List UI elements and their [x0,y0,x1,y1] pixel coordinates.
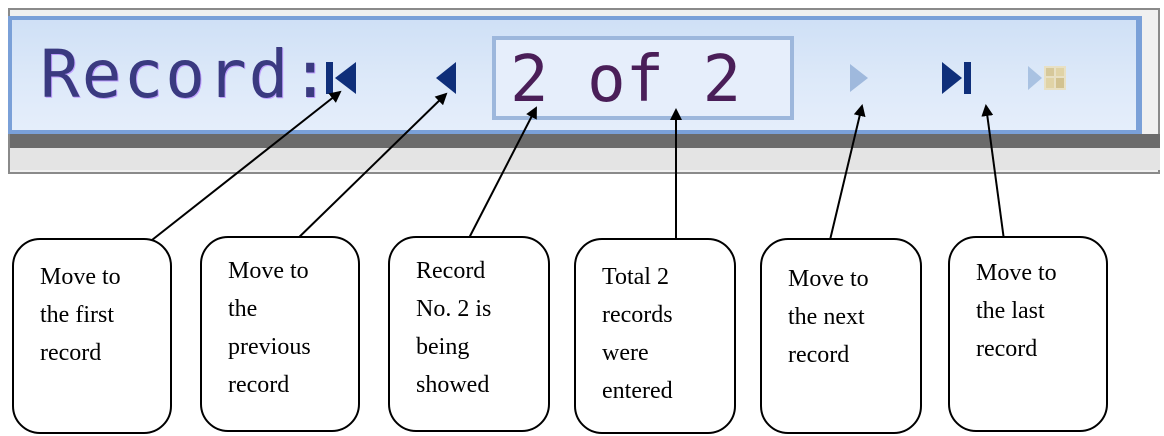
callout-first-record: Move to the first record [12,238,172,434]
next-record-button[interactable] [840,58,880,98]
previous-record-button[interactable] [428,58,468,98]
callout-previous-record: Move to the previous record [200,236,360,432]
navigator-edge [1136,16,1142,134]
callout-line: showed [416,372,490,398]
next-record-icon [850,64,868,92]
callout-line: entered [602,378,673,404]
callout-line: record [228,372,290,398]
callout-current-record: Record No. 2 is being showed [388,236,550,432]
callout-line: Record [416,258,486,284]
first-record-button[interactable] [322,58,362,98]
record-counter-field[interactable]: 2 of 2 [492,36,794,120]
callout-line: record [976,336,1038,362]
callout-line: the [228,296,258,322]
callout-line: the next [788,304,865,330]
callout-line: Move to [788,266,869,292]
callout-last-record: Move to the last record [948,236,1108,432]
callout-line: Move to [976,260,1057,286]
last-record-button[interactable] [936,58,976,98]
new-record-icon [1028,66,1066,90]
new-record-button[interactable] [1024,58,1072,98]
callout-line: Total 2 [602,264,669,290]
callout-line: Move to [228,258,309,284]
callout-total-records: Total 2 records were entered [574,238,736,434]
previous-record-icon [436,62,456,94]
callout-line: No. 2 is [416,296,492,322]
callout-line: previous [228,334,311,360]
navigator-bottom-border [10,134,1160,148]
callout-line: record [788,342,850,368]
record-label: Record: [40,36,333,113]
callout-next-record: Move to the next record [760,238,922,434]
callout-line: Move to [40,264,121,290]
record-counter-text: 2 of 2 [510,43,742,117]
callout-line: record [40,340,102,366]
callout-line: the last [976,298,1045,324]
navigator-footer [10,148,1160,170]
callout-line: the first [40,302,114,328]
callout-line: were [602,340,649,366]
callout-line: records [602,302,673,328]
callout-line: being [416,334,470,360]
first-record-icon [326,62,356,94]
last-record-icon [942,62,971,94]
